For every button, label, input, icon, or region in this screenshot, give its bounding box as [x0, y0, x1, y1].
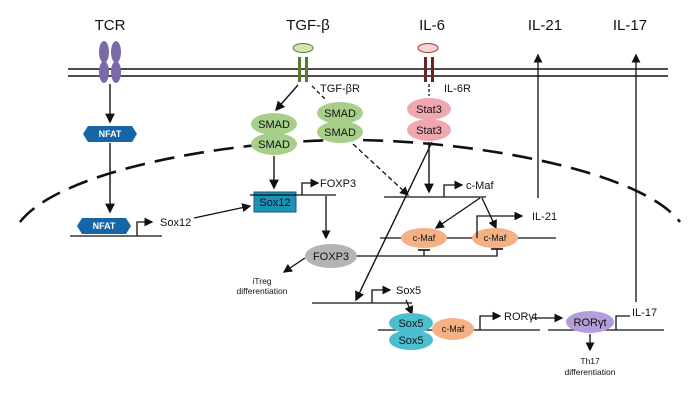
stat3-to-sox5-arrow — [355, 141, 433, 302]
tcr-receptor — [99, 41, 121, 83]
cmaf-protein-2 — [472, 228, 518, 248]
tgfbr-to-smad-dashed — [311, 85, 327, 101]
smad-b-top-label: SMAD — [324, 108, 356, 120]
il21-secreted-label: IL-21 — [528, 17, 562, 34]
roryt-protein — [566, 311, 614, 333]
nfat-nucleus-label: NFAT — [93, 221, 116, 231]
itreg-differentiation-label: differentiation — [237, 286, 288, 296]
cmaf-protein-3-label: c-Maf — [442, 324, 465, 334]
il17-secreted-label: IL-17 — [613, 17, 647, 34]
foxp3-promoter-arrow — [301, 178, 320, 195]
tgfbr-to-smad-arrow — [275, 84, 299, 112]
sox12-protein-label: Sox12 — [259, 197, 290, 209]
cmaf-protein-3 — [432, 318, 474, 340]
cmaf-protein-1-label: c-Maf — [413, 233, 436, 243]
tgfb-ligand — [292, 43, 314, 53]
sox5-gene-to-protein-arrow — [404, 299, 414, 316]
sox5-bottom-label: Sox5 — [398, 335, 423, 347]
smad-complex-b — [317, 102, 363, 143]
il17-gene-label: IL-17 — [632, 307, 657, 319]
tgfb-label: TGF-β — [286, 17, 330, 34]
smad-complex-a — [251, 113, 297, 155]
smad-b-bottom-label: SMAD — [324, 127, 356, 139]
roryt-protein-label: RORγt — [574, 317, 607, 329]
sox12-protein — [253, 191, 297, 213]
il21-gene-label: IL-21 — [532, 211, 557, 223]
cmaf-gene-to-protein2-arrow — [481, 197, 497, 230]
nfat-cytoplasm — [83, 126, 137, 142]
cmaf-protein-2-label: c-Maf — [484, 233, 507, 243]
sox5-gene-label: Sox5 — [396, 285, 421, 297]
cmaf-gene-label: c-Maf — [466, 180, 494, 192]
stat3-bottom-label: Stat3 — [416, 125, 442, 137]
foxp3-inhibits-cmaf — [357, 248, 503, 257]
itreg-label: iTreg — [252, 276, 271, 286]
tgfbr-label: TGF-βR — [320, 83, 360, 95]
foxp3-protein-label: FOXP3 — [313, 251, 349, 263]
nfat-nucleus — [77, 218, 131, 234]
foxp3-to-itreg-arrow — [282, 257, 306, 273]
tgfb-receptor — [298, 57, 308, 82]
th17-differentiation-label: differentiation — [565, 367, 616, 377]
foxp3-protein — [305, 244, 357, 268]
cmaf-gene-to-protein1-arrow — [434, 197, 481, 229]
roryt-promoter-arrow — [479, 311, 502, 330]
roryt-gene-label: RORγt — [504, 311, 537, 323]
smad-a-top-label: SMAD — [258, 119, 290, 131]
sox12-gene-to-protein-arrow — [193, 203, 252, 219]
sox12-promoter-arrow — [136, 217, 154, 236]
cmaf-protein-1 — [401, 228, 447, 248]
stat3-dimer — [407, 98, 451, 141]
stat3-top-label: Stat3 — [416, 104, 442, 116]
th17-label: Th17 — [580, 356, 600, 366]
sox12-gene-label: Sox12 — [160, 217, 191, 229]
cmaf-promoter-arrow — [443, 180, 464, 197]
il6r-label: IL-6R — [444, 83, 471, 95]
tcr-label: TCR — [95, 17, 126, 34]
smad-a-bottom-label: SMAD — [258, 139, 290, 151]
cell-membrane — [68, 68, 668, 77]
sox5-promoter-arrow — [371, 285, 392, 303]
sox5-dimer — [389, 313, 433, 350]
il6-receptor — [424, 57, 434, 82]
il21-promoter-arrow — [476, 211, 524, 238]
foxp3-gene-label: FOXP3 — [320, 178, 356, 190]
il6-ligand — [417, 43, 439, 53]
sox5-top-label: Sox5 — [398, 318, 423, 330]
smad-to-cmaf-dashed-arrow — [352, 143, 410, 196]
nfat-cytoplasm-label: NFAT — [99, 129, 122, 139]
il17-promoter-arrow — [615, 315, 630, 330]
il6-label: IL-6 — [419, 17, 445, 34]
